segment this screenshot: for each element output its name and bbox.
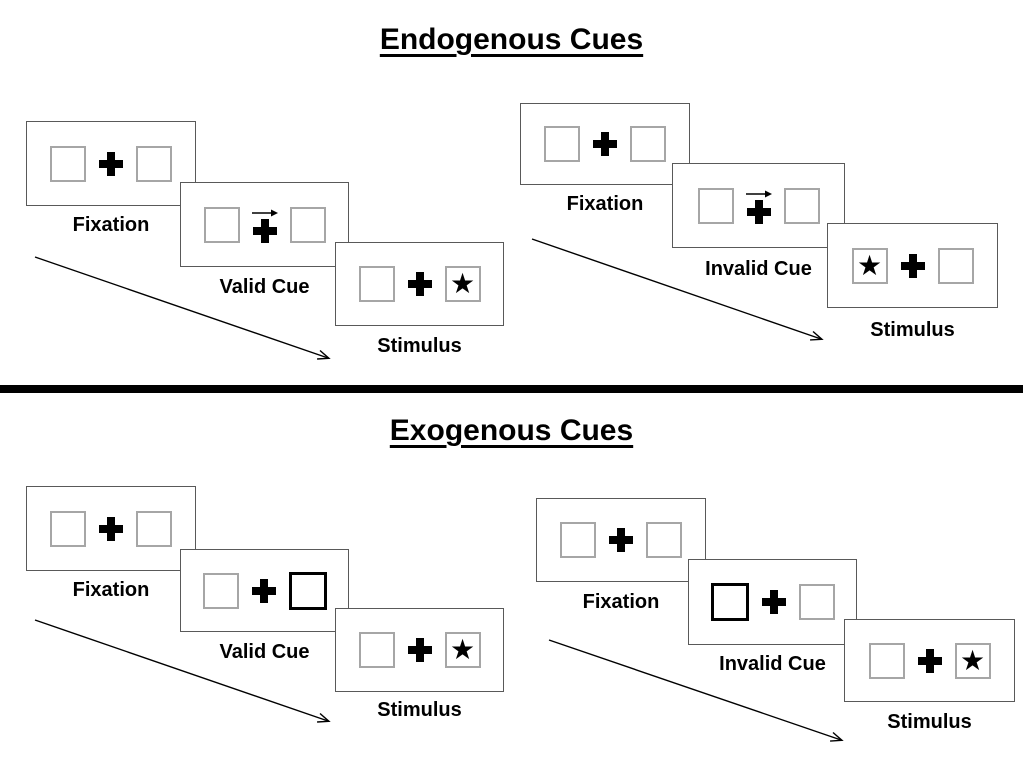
cue-panel (688, 559, 857, 645)
panel-label: Invalid Cue (705, 258, 812, 280)
fixation-display (537, 499, 705, 581)
star-icon: ★ (959, 644, 986, 676)
right-placeholder-box (289, 206, 326, 243)
fixation-panel (26, 486, 196, 571)
left-placeholder-box (50, 145, 86, 182)
left-placeholder-box (868, 642, 905, 679)
panel-label: Fixation (566, 193, 644, 215)
fixation-cross-icon (407, 272, 432, 296)
stimulus-display: ★ (845, 620, 1014, 701)
left-placeholder-box (202, 572, 239, 609)
panel-label: Valid Cue (219, 276, 310, 298)
stimulus-display: ★ (336, 609, 503, 691)
section-divider (0, 385, 1023, 393)
stimulus-panel: ★ (335, 242, 504, 326)
panel-label: Invalid Cue (719, 653, 826, 675)
cue-display (689, 560, 856, 644)
fixation-display (27, 487, 195, 570)
cue-display (181, 550, 348, 631)
fixation-display (27, 122, 195, 205)
left-placeholder-box (560, 522, 596, 558)
cue-panel (180, 549, 349, 632)
fixation-cross-icon (745, 190, 772, 224)
fixation-panel (520, 103, 690, 185)
right-placeholder-box (136, 145, 172, 182)
stimulus-panel: ★ (335, 608, 504, 692)
star-icon: ★ (856, 249, 883, 281)
right-placeholder-box (630, 126, 666, 162)
time-arrow (531, 238, 824, 341)
cue-display (181, 183, 348, 266)
panel-label: Stimulus (377, 335, 462, 357)
fixation-cross-icon (761, 590, 786, 614)
endogenous-title: Endogenous Cues (379, 23, 644, 56)
fixation-cross-icon (251, 578, 276, 603)
fixation-cross-icon (609, 528, 633, 552)
star-target-box: ★ (954, 642, 991, 679)
cue-highlight-box (288, 571, 327, 610)
cue-display (673, 164, 844, 247)
star-icon: ★ (449, 634, 476, 665)
star-target-box: ★ (444, 266, 481, 302)
fixation-cross-icon (407, 638, 432, 662)
cue-panel (180, 182, 349, 267)
fixation-cross-icon (99, 151, 123, 176)
panel-label: Stimulus (887, 711, 972, 733)
star-icon: ★ (449, 268, 476, 299)
exogenous-title: Exogenous Cues (389, 414, 634, 447)
star-target-box: ★ (851, 247, 888, 284)
fixation-panel (26, 121, 196, 206)
time-arrow (34, 256, 331, 360)
fixation-cross-icon (251, 209, 278, 243)
fixation-cross-icon (593, 132, 617, 156)
panel-label: Fixation (582, 591, 660, 613)
left-placeholder-box (697, 187, 734, 224)
fixation-panel (536, 498, 706, 582)
panel-label: Stimulus (870, 319, 955, 341)
panel-label: Fixation (72, 214, 150, 236)
cue-panel (672, 163, 845, 248)
panel-label: Fixation (72, 579, 150, 601)
fixation-cross-icon (917, 648, 942, 673)
cue-highlight-box (710, 583, 749, 621)
panel-label: Stimulus (377, 699, 462, 721)
stimulus-display: ★ (828, 224, 997, 307)
panel-label: Valid Cue (219, 641, 310, 663)
right-placeholder-box (798, 584, 835, 620)
cue-arrow-icon (745, 186, 773, 197)
left-placeholder-box (544, 126, 580, 162)
fixation-display (521, 104, 689, 184)
time-arrow (34, 619, 331, 723)
right-placeholder-box (783, 187, 820, 224)
right-placeholder-box (646, 522, 682, 558)
star-target-box: ★ (444, 632, 481, 668)
left-placeholder-box (203, 206, 240, 243)
right-placeholder-box (937, 247, 974, 284)
left-placeholder-box (358, 632, 395, 668)
left-placeholder-box (50, 510, 86, 547)
fixation-cross-icon (99, 516, 123, 541)
stimulus-panel: ★ (827, 223, 998, 308)
fixation-cross-icon (900, 253, 925, 278)
cue-arrow-icon (251, 205, 279, 216)
stimulus-display: ★ (336, 243, 503, 325)
left-placeholder-box (358, 266, 395, 302)
stimulus-panel: ★ (844, 619, 1015, 702)
right-placeholder-box (136, 510, 172, 547)
